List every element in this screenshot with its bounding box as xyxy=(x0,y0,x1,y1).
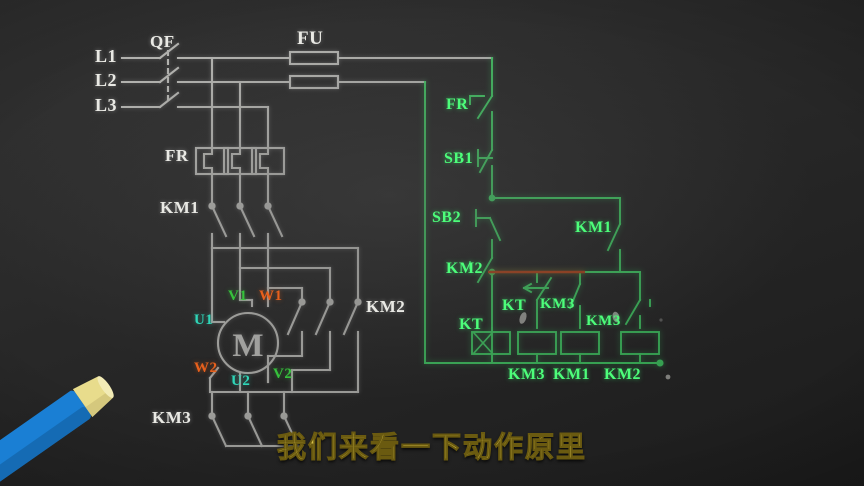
km3-blade-3 xyxy=(282,414,300,448)
label-fu: FU xyxy=(297,28,324,49)
label-l2: L2 xyxy=(95,70,118,90)
km2-blade-3 xyxy=(342,300,360,336)
pen-tip-shade xyxy=(85,391,114,417)
subtitle-text: 我们来看一下动作原里 xyxy=(276,430,587,465)
label-km2-coil: KM2 xyxy=(604,366,642,383)
label-km3-nc: KM3 xyxy=(586,313,621,329)
holding-node xyxy=(488,194,496,202)
km1-hold-blade xyxy=(606,222,622,252)
km3-coil-box xyxy=(517,331,557,355)
label-km3-coil: KM3 xyxy=(508,366,546,383)
fr-nc-blade xyxy=(476,94,494,120)
label-km1-power: KM1 xyxy=(160,198,200,217)
label-kt-contact: KT xyxy=(502,297,527,314)
label-fr-power: FR xyxy=(165,146,189,165)
kt-arrow-head xyxy=(522,282,533,294)
label-km3-no: KM3 xyxy=(540,296,575,312)
kt-coil-box xyxy=(471,331,511,355)
w2-lead xyxy=(208,366,220,380)
label-l1: L1 xyxy=(95,46,118,66)
pen-tip-end xyxy=(97,376,114,398)
motor-symbol-M: M xyxy=(232,328,263,364)
km1-blade-2 xyxy=(238,204,256,238)
label-qf: QF xyxy=(150,32,175,51)
label-motor-v2: V2 xyxy=(273,366,293,382)
sb1-blade xyxy=(478,148,494,174)
km1-coil-box xyxy=(560,331,600,355)
km2-nc-blade xyxy=(476,256,494,284)
label-kt-coil: KT xyxy=(459,316,484,333)
km3-nc-blade xyxy=(624,298,642,326)
km3-no-blade xyxy=(568,282,582,310)
km2-coil-box xyxy=(620,331,660,355)
label-km1-holding: KM1 xyxy=(575,219,613,236)
rail-node-km2 xyxy=(656,359,664,367)
fr-nc-symbol xyxy=(469,95,485,105)
km3-blade-1 xyxy=(210,414,228,448)
pen-body xyxy=(0,390,91,486)
label-motor-u2: U2 xyxy=(231,373,251,389)
sb2-button-symbol xyxy=(475,209,491,227)
km1-blade-1 xyxy=(210,204,228,238)
label-km2-interlock: KM2 xyxy=(446,260,484,277)
km1-blade-3 xyxy=(266,204,284,238)
label-motor-u1: U1 xyxy=(194,312,214,328)
kt-nc-blade xyxy=(535,276,553,302)
label-km1-coil: KM1 xyxy=(553,366,591,383)
kt-coil-cross-b xyxy=(472,331,494,355)
label-motor-w1: W1 xyxy=(259,288,283,304)
km3-blade-2 xyxy=(246,414,264,448)
km2-blade-2 xyxy=(314,300,332,336)
qf-blade-2 xyxy=(158,66,180,84)
label-motor-v1: V1 xyxy=(228,288,248,304)
label-km3-power: KM3 xyxy=(152,408,192,427)
sb2-blade xyxy=(488,216,502,242)
label-sb1: SB1 xyxy=(444,150,474,167)
chalk-specks xyxy=(519,311,671,380)
motor-body xyxy=(216,311,280,375)
label-fr-control: FR xyxy=(446,96,469,113)
pen-body-shade xyxy=(0,407,91,486)
label-motor-w2: W2 xyxy=(194,360,218,376)
label-km2-power: KM2 xyxy=(366,297,406,316)
sb1-button-symbol xyxy=(477,149,493,167)
label-l3: L3 xyxy=(95,95,118,115)
km2-blade-1 xyxy=(286,300,304,336)
label-sb2: SB2 xyxy=(432,209,462,226)
blue-pen xyxy=(0,376,114,486)
